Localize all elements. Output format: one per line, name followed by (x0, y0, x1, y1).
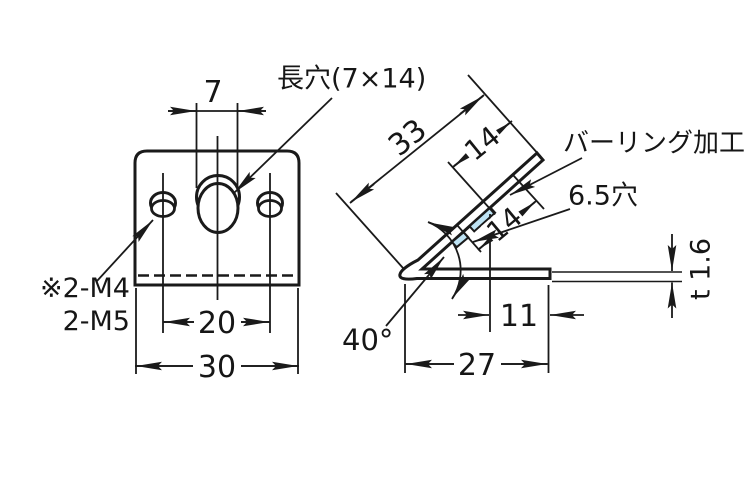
hole-label: 6.5穴 (568, 181, 638, 212)
dim30-text: 30 (198, 350, 236, 385)
angle-arc-arrow-bottom (451, 273, 471, 299)
angle-arc-arrow-top (428, 221, 455, 236)
slot-lower-edge-extension-line (456, 224, 482, 253)
angle-leader-line (385, 256, 445, 327)
bend-extension-line (335, 192, 404, 269)
dim14a-text-group: 14 (458, 119, 506, 167)
hole-leader-line (472, 208, 571, 243)
burring-label: バーリング加工 (563, 128, 745, 158)
side-body-outline (398, 150, 552, 281)
dim27-text: 27 (458, 348, 496, 383)
flange-top-extension-line (467, 74, 541, 157)
angle-text: 40° (342, 323, 393, 357)
dim30-text-mask (193, 352, 241, 380)
burring-leader-line (509, 157, 583, 196)
dim14a-text: 14 (458, 119, 506, 167)
dim7-text: 7 (203, 75, 222, 110)
slot-center-extension-line (447, 161, 501, 221)
thread-leader-line (96, 219, 154, 282)
thickness-text-group: t 1.6 (686, 238, 717, 300)
thread-label-line1: ※2-M4 (40, 273, 130, 304)
dim33-arrow-lower (350, 182, 375, 203)
slot-burring-collar (468, 206, 497, 233)
dim33-text-group: 33 (382, 112, 434, 163)
dim33-text: 33 (382, 112, 434, 163)
dim20-text: 20 (198, 306, 236, 341)
dim27-text-mask (454, 350, 501, 378)
slot-leader-line (233, 97, 333, 194)
dim11-text: 11 (500, 299, 538, 334)
dim14a-text-mask (459, 120, 505, 166)
thickness-text: t 1.6 (686, 238, 717, 300)
side-view: 33 14 14 バーリング加工 6.5穴 40° 11 (335, 74, 745, 383)
thread-label-line2: 2-M5 (63, 306, 130, 337)
dim33-arrow-upper (459, 95, 484, 116)
front-plate-outline (133, 149, 301, 287)
front-view: 7 20 30 長穴(7×14) ※2-M4 2-M5 (40, 64, 426, 385)
dim20-text-mask (194, 308, 241, 336)
dim14b-arrow-upper (512, 201, 536, 222)
slot-label: 長穴(7×14) (277, 64, 426, 95)
